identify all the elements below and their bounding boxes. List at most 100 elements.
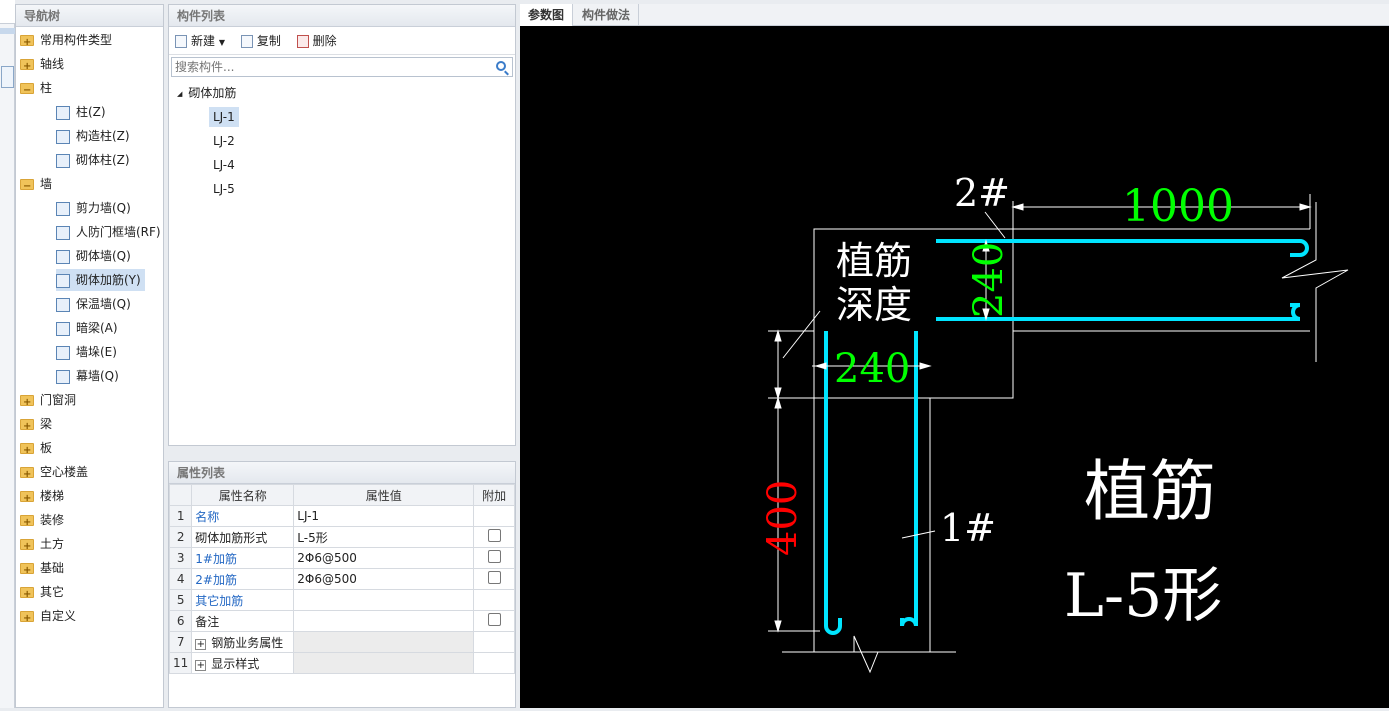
expand-icon[interactable]: + bbox=[195, 638, 207, 650]
nav-item[interactable]: 人防门框墙(RF) bbox=[56, 221, 161, 243]
property-name: 砌体加筋形式 bbox=[191, 526, 295, 548]
property-value[interactable]: 2Φ6@500 bbox=[293, 568, 475, 590]
nav-item[interactable]: 砌体柱(Z) bbox=[56, 149, 130, 171]
vertical-spacing-dimension: 240 bbox=[966, 242, 1012, 318]
property-row[interactable]: 11+显示样式 bbox=[168, 652, 515, 674]
property-panel-title: 属性列表 bbox=[169, 462, 515, 484]
nav-item[interactable]: 墙垛(E) bbox=[56, 341, 117, 363]
nav-item[interactable]: 空心楼盖 bbox=[20, 461, 89, 486]
nav-item[interactable]: 土方 bbox=[20, 533, 65, 558]
attach-cell bbox=[473, 652, 515, 674]
component-type-icon bbox=[56, 153, 70, 168]
collapse-arrow-icon[interactable]: ◢ bbox=[177, 89, 183, 98]
nav-item[interactable]: 柱 bbox=[20, 77, 53, 102]
nav-item-label: 常用构件类型 bbox=[40, 33, 113, 47]
nav-item-label: 土方 bbox=[40, 537, 65, 551]
nav-item[interactable]: 幕墙(Q) bbox=[56, 365, 119, 387]
row-number: 6 bbox=[168, 610, 193, 632]
nav-item[interactable]: 其它 bbox=[20, 581, 64, 606]
delete-button[interactable]: 删除 bbox=[296, 27, 337, 55]
component-type-icon bbox=[56, 321, 70, 336]
nav-item-label: 砌体墙(Q) bbox=[76, 249, 131, 263]
property-value[interactable] bbox=[293, 652, 475, 674]
horizontal-spacing-dimension: 240 bbox=[834, 346, 910, 392]
nav-item[interactable]: 装修 bbox=[20, 509, 65, 534]
property-value[interactable] bbox=[293, 589, 475, 611]
strip-tab[interactable] bbox=[0, 0, 15, 24]
new-button[interactable]: 新建 ▼ bbox=[175, 27, 225, 57]
nav-item-label: 基础 bbox=[40, 561, 65, 575]
attach-checkbox[interactable] bbox=[487, 550, 501, 563]
property-row[interactable]: 7+钢筋业务属性 bbox=[168, 631, 515, 653]
nav-item[interactable]: 板 bbox=[20, 437, 52, 462]
nav-item[interactable]: 砌体加筋(Y) bbox=[56, 269, 145, 291]
nav-item[interactable]: 梁 bbox=[20, 413, 52, 438]
tab-parameter-diagram[interactable]: 参数图 bbox=[520, 4, 574, 26]
left-side-strip bbox=[0, 0, 15, 708]
nav-item[interactable]: 墙 bbox=[20, 173, 52, 198]
attach-cell bbox=[473, 547, 515, 569]
nav-item[interactable]: 保温墙(Q) bbox=[56, 293, 131, 315]
nav-item-label: 空心楼盖 bbox=[40, 465, 89, 479]
search-icon[interactable] bbox=[496, 61, 506, 71]
property-header-row: 属性名称 属性值 附加 bbox=[168, 484, 515, 506]
dropdown-arrow-icon[interactable]: ▼ bbox=[218, 38, 225, 47]
nav-item[interactable]: 楼梯 bbox=[20, 485, 64, 510]
attach-checkbox[interactable] bbox=[487, 529, 501, 542]
attach-cell bbox=[473, 631, 515, 653]
nav-item[interactable]: 基础 bbox=[20, 557, 65, 582]
property-value[interactable] bbox=[293, 610, 475, 632]
nav-item[interactable]: 柱(Z) bbox=[56, 101, 106, 123]
property-value[interactable]: 2Φ6@500 bbox=[293, 547, 475, 569]
attach-checkbox[interactable] bbox=[487, 613, 501, 626]
row-number: 2 bbox=[168, 526, 193, 548]
row-number: 7 bbox=[168, 631, 193, 653]
nav-item[interactable]: 剪力墙(Q) bbox=[56, 197, 131, 219]
rebar-lines bbox=[824, 239, 1309, 635]
folder-icon bbox=[20, 416, 34, 438]
property-value[interactable]: L-5形 bbox=[293, 526, 475, 548]
nav-item[interactable]: 门窗洞 bbox=[20, 389, 76, 414]
component-item[interactable]: LJ-5 bbox=[213, 182, 235, 196]
nav-item[interactable]: 常用构件类型 bbox=[20, 29, 113, 54]
tab-component-method[interactable]: 构件做法 bbox=[574, 4, 640, 26]
list-view-icon[interactable] bbox=[1, 66, 14, 88]
folder-icon bbox=[20, 464, 34, 486]
expand-icon[interactable]: + bbox=[195, 659, 207, 671]
component-item[interactable]: LJ-2 bbox=[213, 134, 235, 148]
search-input[interactable] bbox=[172, 58, 472, 76]
component-item[interactable]: LJ-4 bbox=[213, 158, 235, 172]
nav-item[interactable]: 自定义 bbox=[20, 605, 76, 630]
property-value[interactable]: LJ-1 bbox=[293, 505, 475, 527]
nav-item[interactable]: 砌体墙(Q) bbox=[56, 245, 131, 267]
property-name: +显示样式 bbox=[191, 652, 295, 674]
component-toolbar: 新建 ▼ 复制 删除 bbox=[169, 27, 515, 55]
nav-item[interactable]: 暗梁(A) bbox=[56, 317, 118, 339]
folder-icon bbox=[20, 176, 34, 198]
nav-item[interactable]: 构造柱(Z) bbox=[56, 125, 130, 147]
attach-checkbox[interactable] bbox=[487, 571, 501, 584]
folder-icon bbox=[20, 488, 34, 510]
property-value[interactable] bbox=[293, 631, 475, 653]
component-group-label: 砌体加筋 bbox=[188, 86, 237, 100]
copy-button[interactable]: 复制 bbox=[240, 27, 281, 55]
bar1-label: 1# bbox=[940, 506, 996, 550]
nav-item-label: 装修 bbox=[40, 513, 65, 527]
component-group[interactable]: ◢ 砌体加筋 bbox=[177, 83, 236, 103]
nav-item-label: 柱 bbox=[40, 81, 53, 95]
property-name: 备注 bbox=[191, 610, 295, 632]
component-item[interactable]: LJ-1 bbox=[209, 107, 239, 127]
nav-item[interactable]: 轴线 bbox=[20, 53, 64, 78]
leg-length-dimension: 400 bbox=[760, 480, 806, 556]
parameter-diagram-canvas[interactable]: 2# 1000 植筋 深度 240 240 400 1# 植筋 L-5形 bbox=[520, 26, 1389, 708]
component-type-icon bbox=[56, 225, 70, 240]
property-value-header: 属性值 bbox=[293, 484, 475, 506]
folder-icon bbox=[20, 608, 34, 630]
